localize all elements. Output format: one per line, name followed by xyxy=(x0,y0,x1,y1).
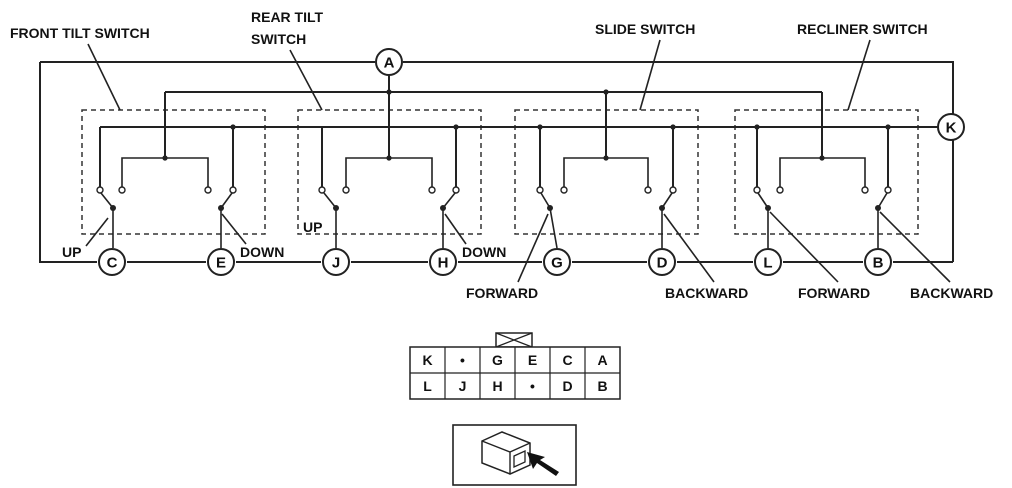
terminal-e: E xyxy=(207,248,235,276)
connector-pin-cell: L xyxy=(423,378,432,394)
connector-pin-cell: K xyxy=(422,352,432,368)
terminal-k-bus xyxy=(99,126,938,188)
terminal-j: J xyxy=(322,248,350,276)
down-label-front: DOWN xyxy=(240,244,284,260)
terminal-h: H xyxy=(429,248,457,276)
terminal-h-label: H xyxy=(438,255,449,272)
connector-pin-cell: C xyxy=(562,352,572,368)
forward-label-slide: FORWARD xyxy=(466,285,538,301)
terminal-b: B xyxy=(864,248,892,276)
backward-label-slide: BACKWARD xyxy=(665,285,748,301)
switch-contacts xyxy=(96,155,892,194)
terminal-g-label: G xyxy=(551,255,563,272)
rear-tilt-switch-label-line1: REAR TILT xyxy=(251,9,324,25)
up-label-rear: UP xyxy=(303,219,322,235)
forward-label-recliner: FORWARD xyxy=(798,285,870,301)
recliner-switch-label: RECLINER SWITCH xyxy=(797,21,928,37)
connector-pin-cell: J xyxy=(459,378,467,394)
terminal-j-label: J xyxy=(332,255,340,272)
terminal-l: L xyxy=(754,248,782,276)
terminal-k-label: K xyxy=(946,120,957,137)
front-tilt-switch-label: FRONT TILT SWITCH xyxy=(10,25,150,41)
connector-pin-cell: G xyxy=(492,352,503,368)
terminal-a: A xyxy=(375,48,403,76)
terminal-g: G xyxy=(543,248,571,276)
leader-lines xyxy=(85,39,951,283)
terminal-b-label: B xyxy=(873,255,884,272)
connector-face xyxy=(409,346,621,400)
connector-pin-cell: • xyxy=(460,352,465,368)
connector-pin-cell: • xyxy=(530,378,535,394)
connector-pin-cell: H xyxy=(492,378,502,394)
connector-pin-cell: B xyxy=(597,378,607,394)
terminal-c: C xyxy=(98,248,126,276)
terminal-l-label: L xyxy=(763,255,772,272)
connector-pin-cell: A xyxy=(597,352,607,368)
outer-frame xyxy=(39,61,954,263)
connector-pin-cell: D xyxy=(562,378,572,394)
slide-switch-label: SLIDE SWITCH xyxy=(595,21,695,37)
rear-tilt-switch-label-line2: SWITCH xyxy=(251,31,306,47)
terminal-c-label: C xyxy=(107,255,118,272)
front-tilt-switch-box xyxy=(81,109,266,235)
backward-label-recliner: BACKWARD xyxy=(910,285,993,301)
terminal-a-bus xyxy=(164,74,823,158)
switch-levers xyxy=(100,192,888,249)
terminal-a-label: A xyxy=(384,55,395,72)
down-label-rear: DOWN xyxy=(462,244,506,260)
up-label-front: UP xyxy=(62,244,81,260)
recliner-switch-box xyxy=(734,109,919,235)
terminal-d-label: D xyxy=(657,255,668,272)
terminal-k: K xyxy=(937,113,965,141)
connector-pin-cell: E xyxy=(528,352,537,368)
terminal-d: D xyxy=(648,248,676,276)
connector-key-icon xyxy=(495,332,533,348)
terminal-e-label: E xyxy=(216,255,226,272)
harness-side-icon xyxy=(452,424,577,486)
